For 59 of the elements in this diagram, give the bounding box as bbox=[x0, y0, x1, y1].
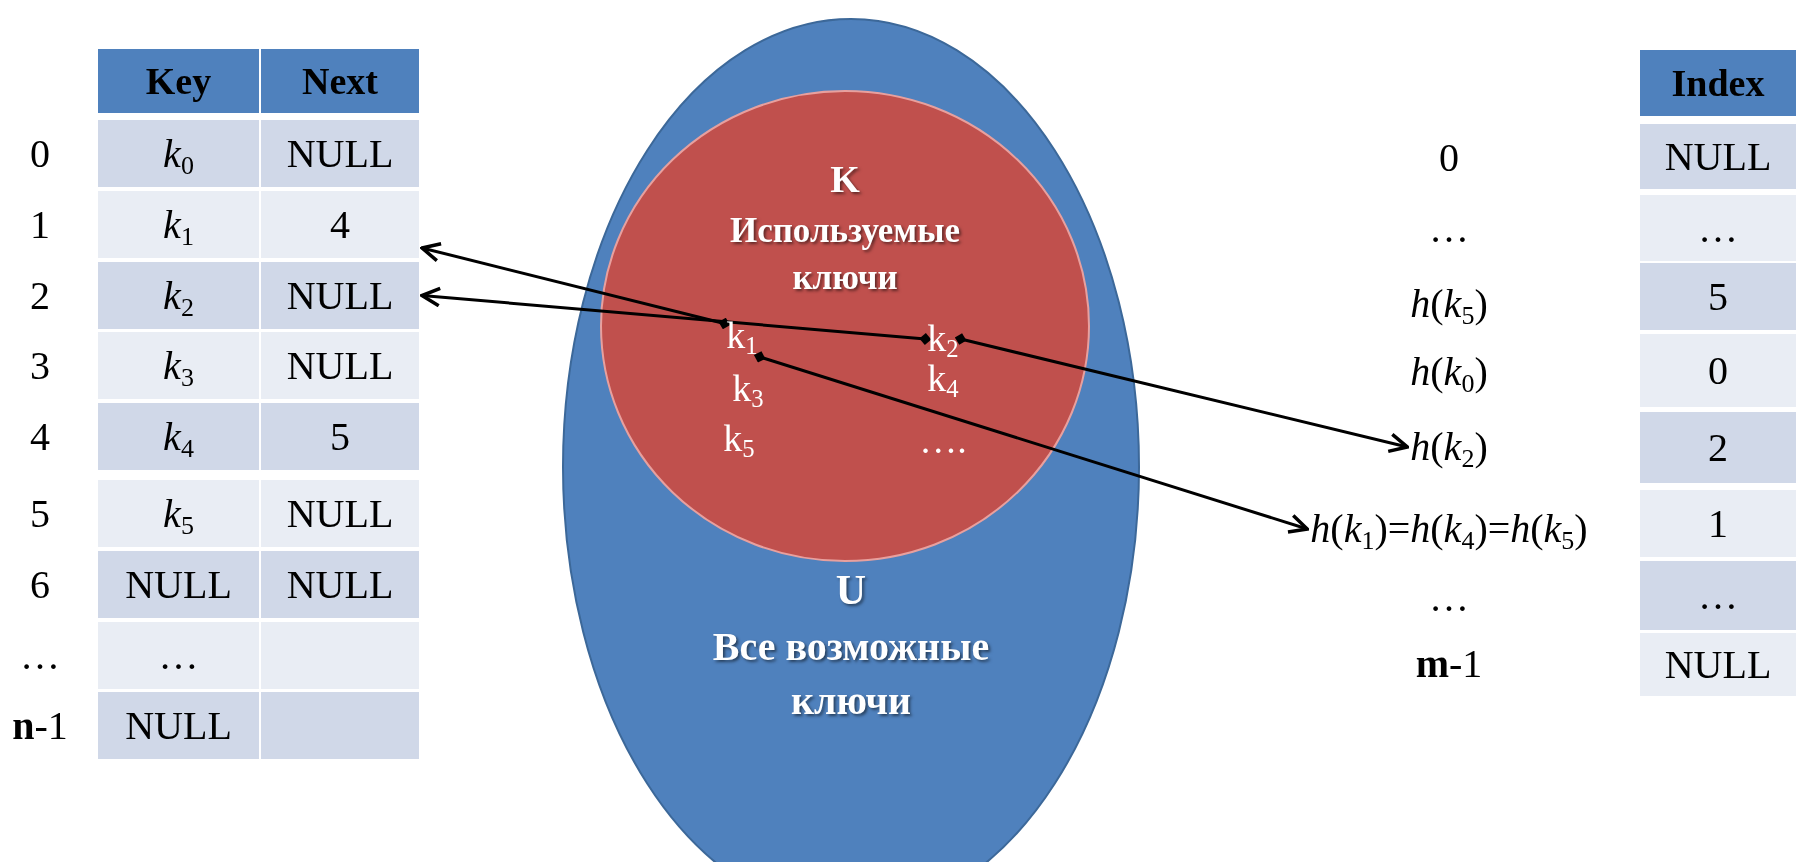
table-cell: k$_{1}$ bbox=[98, 191, 259, 258]
key-label: k$_{3}$ bbox=[732, 368, 764, 410]
row-index: n-1 bbox=[12, 703, 68, 748]
subset-circle bbox=[599, 89, 1091, 563]
key-label: k$_{5}$ bbox=[723, 418, 755, 460]
table-cell: NULL bbox=[261, 551, 419, 618]
table-cell: NULL bbox=[261, 120, 419, 187]
key-label: …. bbox=[919, 420, 967, 462]
table-cell: 0 bbox=[1640, 334, 1796, 407]
row-index: 3 bbox=[30, 343, 50, 388]
arrow bbox=[420, 286, 932, 345]
hash-value-label: h(k$_{5}$) bbox=[1410, 282, 1488, 326]
hash-value-label: … bbox=[1429, 576, 1469, 620]
column-header: Next bbox=[261, 49, 419, 113]
table-cell: k$_{2}$ bbox=[98, 262, 259, 329]
column-header: Key bbox=[98, 49, 259, 113]
table-cell: k$_{5}$ bbox=[98, 480, 259, 547]
row-index: 5 bbox=[30, 491, 50, 536]
key-label: k$_{2}$ bbox=[927, 318, 959, 360]
table-cell: 4 bbox=[261, 191, 419, 258]
table-cell: NULL bbox=[261, 480, 419, 547]
table-cell: k$_{3}$ bbox=[98, 332, 259, 399]
row-index: 0 bbox=[30, 131, 50, 176]
set-name: K bbox=[829, 157, 861, 203]
table-cell: NULL bbox=[98, 692, 259, 759]
table-cell: … bbox=[1640, 195, 1796, 261]
table-cell: NULL bbox=[98, 551, 259, 618]
row-index: … bbox=[20, 633, 60, 678]
table-cell: 2 bbox=[1640, 412, 1796, 483]
table-cell: 5 bbox=[1640, 263, 1796, 330]
column-header: Index bbox=[1640, 50, 1796, 116]
key-label: k$_{1}$ bbox=[726, 315, 758, 357]
table-cell: k$_{4}$ bbox=[98, 403, 259, 470]
table-cell: 5 bbox=[261, 403, 419, 470]
hash-value-label: h(k$_{1}$)=h(k$_{4}$)=h(k$_{5}$) bbox=[1310, 507, 1588, 551]
hash-value-label: 0 bbox=[1439, 136, 1459, 180]
table-cell: k$_{0}$ bbox=[98, 120, 259, 187]
hash-value-label: … bbox=[1429, 207, 1469, 251]
hash-value-label: h(k$_{2}$) bbox=[1410, 425, 1488, 469]
arrow bbox=[753, 351, 1310, 534]
table-cell: NULL bbox=[1640, 124, 1796, 189]
hash-value-label: m-1 bbox=[1415, 642, 1483, 686]
row-index: 1 bbox=[30, 202, 50, 247]
row-index: 6 bbox=[30, 562, 50, 607]
row-index: 4 bbox=[30, 414, 50, 459]
table-cell: NULL bbox=[261, 332, 419, 399]
table-cell: 1 bbox=[1640, 490, 1796, 557]
table-cell: … bbox=[1640, 561, 1796, 630]
row-index: 2 bbox=[30, 273, 50, 318]
arrow bbox=[420, 241, 731, 330]
set-description: Используемые ключи bbox=[728, 209, 962, 299]
key-label: k$_{4}$ bbox=[927, 358, 959, 400]
table-cell: … bbox=[98, 622, 259, 689]
table-cell: NULL bbox=[1640, 633, 1796, 696]
table-cell: NULL bbox=[261, 262, 419, 329]
set-description: Все возможные ключи bbox=[711, 623, 991, 725]
set-name: U bbox=[834, 565, 868, 615]
arrow bbox=[954, 333, 1410, 454]
hash-value-label: h(k$_{0}$) bbox=[1410, 350, 1488, 394]
